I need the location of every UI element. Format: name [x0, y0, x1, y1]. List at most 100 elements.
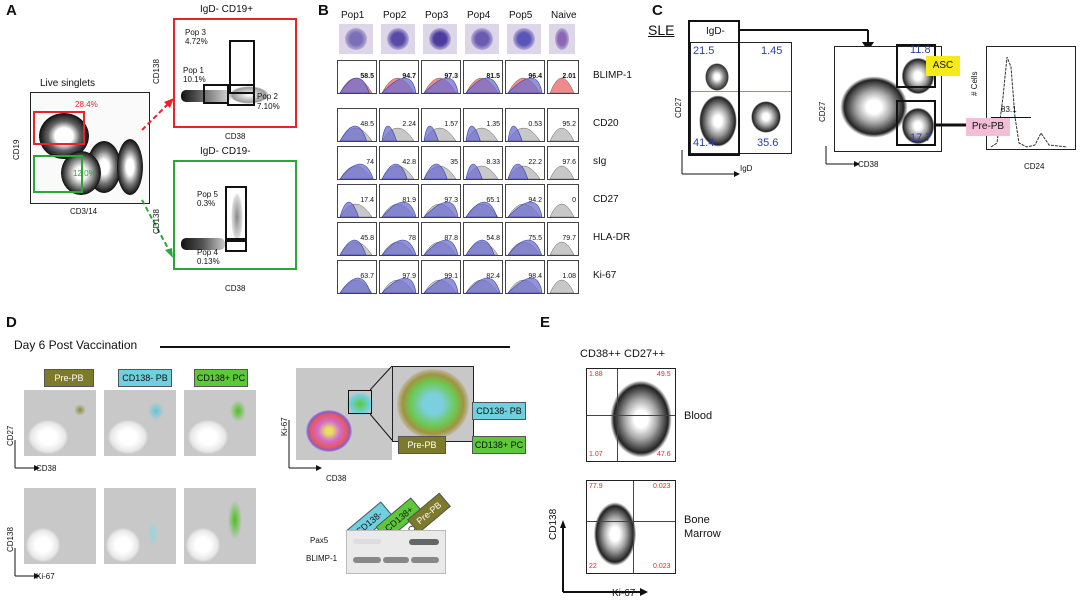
histogram-value: 74: [366, 159, 374, 166]
pop1-gate: [203, 84, 229, 104]
histogram-cell: 17.4: [337, 184, 377, 218]
histogram-value: 8.33: [486, 159, 500, 166]
histogram-cell: 97.9: [379, 260, 419, 294]
histogram-cell: 97.6: [547, 146, 579, 180]
col-header: Pop4: [467, 10, 491, 21]
histogram-value: 63.7: [360, 273, 374, 280]
q-bottom-right: 35.6: [757, 137, 779, 149]
d-zoom-lines: [370, 366, 393, 441]
cell-image: [423, 24, 457, 54]
histogram-value: 87.8: [444, 235, 458, 242]
igd-neg-gate-label: IgD-: [706, 26, 725, 37]
histogram-value: 54.8: [486, 235, 500, 242]
histogram-value: 97.3: [444, 197, 458, 204]
prepb-tag: Pre-PB: [966, 118, 1010, 136]
asc-label: ASC: [926, 56, 960, 76]
blot-row-pax5: Pax5: [310, 536, 329, 545]
histogram-cell: 97.3: [421, 184, 461, 218]
histogram-cell: 63.7: [337, 260, 377, 294]
e-blood-br: 47.6: [657, 451, 671, 458]
e-marrow-br: 0.023: [653, 563, 671, 570]
histogram-value: 0: [572, 197, 576, 204]
c2-axis-arrows: [825, 146, 860, 167]
pop3-label: Pop 3: [185, 28, 206, 37]
pop2-gate: [227, 84, 255, 106]
histogram-value: 94.7: [402, 73, 416, 80]
top-y-label: CD138: [152, 59, 161, 84]
pop4-label: Pop 4: [197, 248, 218, 257]
histogram-cell: 81.9: [379, 184, 419, 218]
cell-image: [507, 24, 541, 54]
green-gate-pct: 12.0%: [73, 169, 96, 178]
histogram-cell: 79.7: [547, 222, 579, 256]
e-marrow-bl: 22: [589, 563, 597, 570]
prepb-gate: [896, 100, 936, 146]
histogram-value: 0.53: [528, 121, 542, 128]
panel-c-label: C: [652, 2, 663, 19]
histogram-cell: 97.3: [421, 60, 461, 94]
histogram-cell: 8.33: [463, 146, 503, 180]
pop2-label: Pop 2: [257, 92, 278, 101]
histogram-value: 96.4: [528, 73, 542, 80]
histogram-cell: 82.4: [463, 260, 503, 294]
pop3-pct: 4.72%: [185, 37, 208, 46]
histogram-value: 78: [408, 235, 416, 242]
asc-value: 11.8: [910, 44, 931, 56]
e-blood-plot: 1.88 49.5 1.07 47.6: [586, 368, 676, 462]
e-marrow-tl: 77.9: [589, 483, 603, 490]
d-top-x-label: CD38: [36, 464, 57, 473]
pop1-pct: 10.1%: [183, 75, 206, 84]
blot-lane-3: Pre-PB: [407, 492, 451, 534]
histogram-cell: 78: [379, 222, 419, 256]
e-marrow-tr: 0.023: [653, 483, 671, 490]
pop5-pct: 0.3%: [197, 199, 216, 208]
d-zoom-plot: [392, 366, 474, 442]
d-plot-cd138neg-top: [104, 390, 176, 456]
panel-e-title: CD38++ CD27++: [580, 348, 665, 360]
histogram-cell: 98.4: [505, 260, 545, 294]
histogram-value: 45.8: [360, 235, 374, 242]
e-blood-tr: 49.5: [657, 371, 671, 378]
c2-x-label: CD38: [858, 160, 879, 169]
histogram-cell: 1.08: [547, 260, 579, 294]
histogram-value: 82.4: [486, 273, 500, 280]
d-top-axis-arrows: [14, 440, 40, 471]
panel-b-label: B: [318, 2, 329, 19]
cell-image: [465, 24, 499, 54]
igd-cd27-plot: 21.5 1.45 41.4 35.6: [690, 42, 792, 154]
gate-arrows: [141, 98, 174, 258]
histogram-value: 35: [450, 159, 458, 166]
panel-d-label: D: [6, 314, 17, 331]
histogram-cell: 99.1: [421, 260, 461, 294]
histogram-cell: 94.2: [505, 184, 545, 218]
pop1-label: Pop 1: [183, 66, 204, 75]
d-zoom-tag-cd138neg: CD138- PB: [472, 402, 526, 420]
histogram-value: 75.5: [528, 235, 542, 242]
d-zoom-tag-prepb: Pre-PB: [398, 436, 446, 454]
pop2-pct: 7.10%: [257, 102, 280, 111]
live-y-label: CD19: [12, 139, 21, 160]
cell-image: [381, 24, 415, 54]
marker-label: sIg: [593, 156, 607, 167]
histogram-value: 2.01: [562, 73, 576, 80]
tag-cd138pos-pc: CD138+ PC: [194, 369, 248, 387]
histogram-cell: 1.35: [463, 108, 503, 142]
cell-image: [549, 24, 575, 54]
western-blot: [346, 530, 446, 574]
histogram-cell: 35: [421, 146, 461, 180]
e-x-label: Ki-67: [612, 588, 636, 599]
bottom-y-label: CD138: [152, 209, 161, 234]
histogram-value: 58.5: [360, 73, 374, 80]
e-y-label: CD138: [548, 508, 559, 540]
histogram-value: 1.08: [562, 273, 576, 280]
histogram-value: 81.9: [402, 197, 416, 204]
d-bottom-axis-arrows: [14, 548, 40, 579]
c2-y-label: CD27: [818, 101, 827, 122]
histogram-cell: 22.2: [505, 146, 545, 180]
col-header: Naive: [551, 10, 577, 21]
d-big-x-label: CD38: [326, 474, 347, 483]
histogram-cell: 96.4: [505, 60, 545, 94]
histogram-cell: 1.57: [421, 108, 461, 142]
d-zoom-tag-cd138pos: CD138+ PC: [472, 436, 526, 454]
c1-axis-arrows: [681, 150, 740, 177]
